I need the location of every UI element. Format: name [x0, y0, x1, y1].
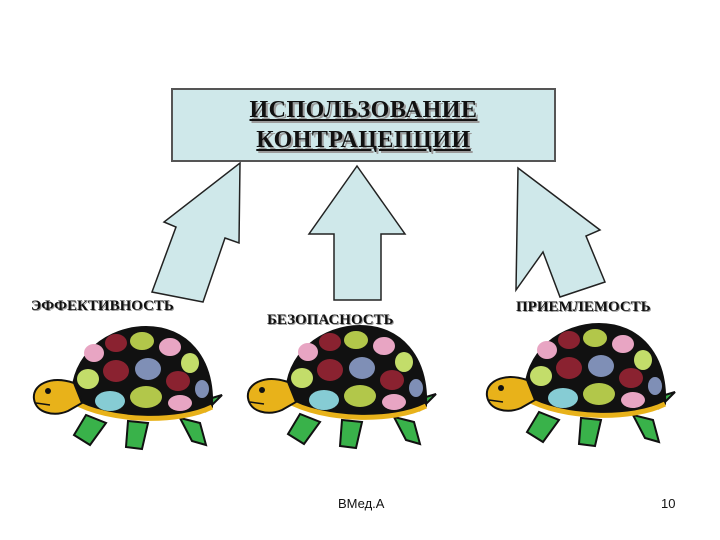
page-number: 10	[661, 496, 676, 511]
factor-label-safety: БЕЗОПАСНОСТЬ	[267, 312, 394, 328]
turtle-icon-1	[34, 327, 222, 449]
turtle-icon-3	[487, 324, 675, 446]
title-line-1: ИСПОЛЬЗОВАНИЕ	[249, 97, 478, 123]
title-line-2: КОНТРАЦЕПЦИИ	[256, 127, 471, 153]
factor-label-effectiveness: ЭФФЕКТИВНОСТЬ	[31, 298, 174, 314]
arrow-center	[307, 164, 407, 301]
arrow-right	[515, 166, 607, 298]
turtle-icon-2	[248, 326, 436, 448]
factor-label-acceptability: ПРИЕМЛЕМОСТЬ	[516, 299, 651, 315]
title-box: ИСПОЛЬЗОВАНИЕ КОНТРАЦЕПЦИИ	[171, 88, 556, 162]
arrow-left	[150, 161, 241, 303]
footer-text: ВМед.А	[338, 496, 385, 511]
